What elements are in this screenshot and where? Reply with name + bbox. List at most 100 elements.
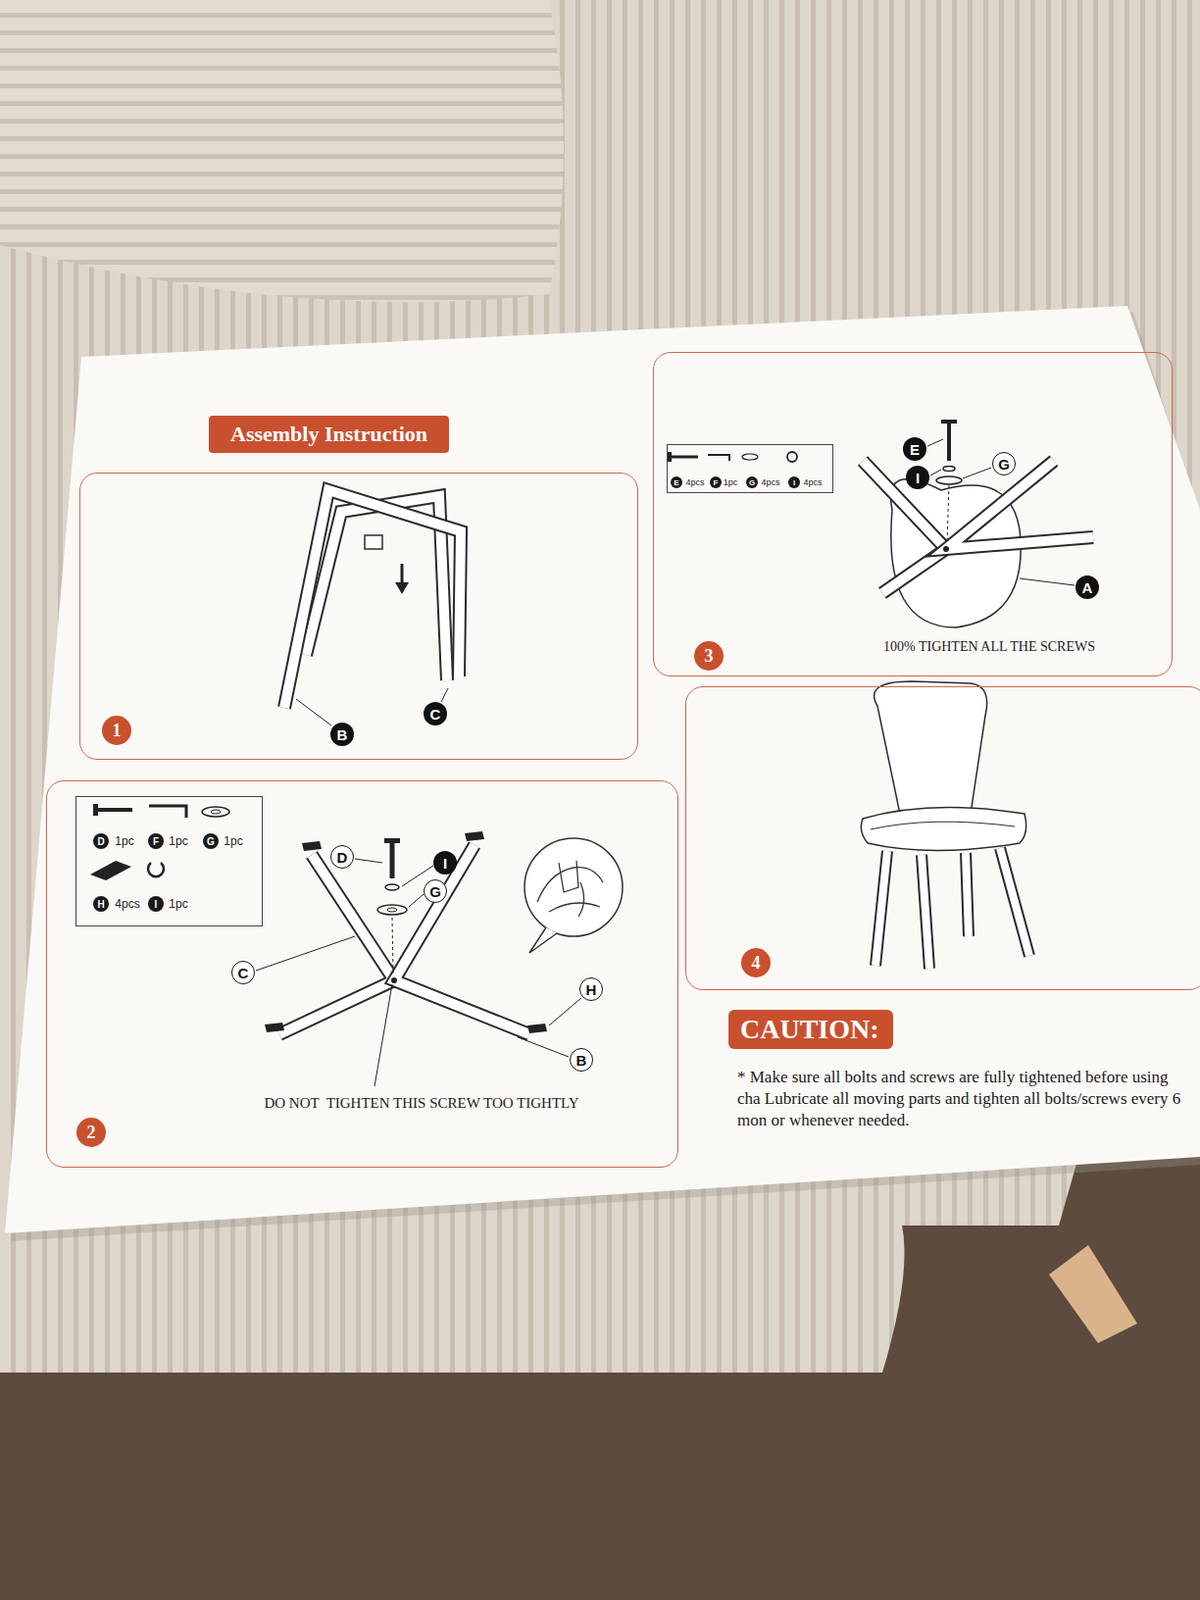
- parts-icons: [707, 454, 730, 461]
- step3-seat: [943, 466, 955, 472]
- step2-base: [264, 1022, 285, 1033]
- note-text: 100% TIGHTEN ALL THE SCREWS: [881, 639, 1098, 655]
- step4-chair: [965, 852, 969, 937]
- step2-base: [517, 1037, 569, 1057]
- step3-seat: [941, 419, 957, 424]
- sofa-background: [0, 0, 564, 302]
- step3-seat: [946, 460, 1094, 550]
- callout-letter: B: [330, 722, 354, 747]
- step1-legs: [395, 582, 409, 595]
- step1-legs: [284, 490, 461, 708]
- paper-sheet: [4, 305, 1200, 1242]
- step4-chair: [1000, 848, 1030, 956]
- step2-base: [394, 845, 530, 1035]
- step2-base: [527, 1023, 548, 1034]
- parts-icons: [667, 451, 672, 462]
- step4-chair: [921, 854, 930, 969]
- step-panel: 1: [79, 472, 639, 760]
- step4-chair: [874, 681, 988, 825]
- part-quantity: 1pc: [723, 477, 739, 488]
- step2-base: [537, 860, 603, 917]
- parts-icons: [90, 451, 798, 881]
- parts-icons: [148, 862, 164, 877]
- step3-seat: [962, 467, 992, 479]
- parts-icons: [210, 809, 221, 814]
- caution-text: * Make sure all bolts and screws are ful…: [737, 1066, 1195, 1132]
- step-number: 1: [101, 715, 132, 746]
- step3-seat: [1019, 578, 1075, 586]
- step1-legs: [364, 535, 383, 550]
- step1-legs: [296, 699, 332, 726]
- parts-list-box: D1pcF1pcG1pcH4pcsI1pc: [75, 796, 263, 927]
- parts-icons: [742, 453, 758, 460]
- note-text: DO NOT TIGHTEN THIS SCREW TOO TIGHTLY: [261, 1095, 581, 1112]
- parts-icons: [201, 806, 230, 817]
- callout-letter: G: [423, 879, 448, 903]
- step3-seat: [862, 419, 1094, 628]
- part-letter: D: [93, 833, 109, 850]
- callout-letter: D: [330, 845, 354, 869]
- step2-base: [279, 854, 395, 1035]
- step4-chair: [870, 821, 1015, 830]
- step-number: 2: [76, 1117, 106, 1148]
- step2-base: [529, 927, 557, 953]
- step2-base: [301, 841, 322, 851]
- parts-list-box: E4pcsF1pcG4pcsI4pcs: [666, 444, 834, 494]
- step2-base: [387, 907, 398, 912]
- step3-seat: [946, 460, 1094, 550]
- callout-letter: A: [1075, 575, 1100, 600]
- part-quantity: 4pcs: [802, 477, 822, 488]
- parts-icons: [670, 455, 699, 459]
- step2-base: [255, 936, 355, 971]
- step4-chair: [875, 850, 888, 966]
- part-letter: G: [746, 476, 758, 489]
- step1-legs: [400, 563, 404, 585]
- callout-letter: C: [423, 701, 448, 726]
- step4-chair: [860, 807, 1026, 851]
- step4-chair: [965, 852, 969, 937]
- callout-letter: B: [569, 1048, 594, 1072]
- step2-base: [377, 904, 407, 915]
- step3-seat: [862, 460, 947, 594]
- sofa-background: [1049, 1245, 1138, 1344]
- part-letter: F: [148, 833, 164, 850]
- parts-icons: [93, 803, 99, 816]
- step2-base: [408, 894, 424, 907]
- step-number: 4: [741, 948, 771, 978]
- step2-base: [385, 884, 400, 891]
- step3-seat: [930, 469, 942, 476]
- part-letter: H: [93, 896, 109, 912]
- step3-seat: [927, 439, 944, 447]
- step2-base: [464, 831, 485, 842]
- caution-banner: CAUTION:: [728, 1009, 894, 1050]
- step2-base: [374, 984, 393, 1087]
- step3-seat: [947, 423, 951, 461]
- step2-base: [391, 977, 398, 984]
- step3-seat: [947, 485, 950, 544]
- parts-icons: [90, 860, 132, 881]
- step2-base: [392, 917, 394, 975]
- part-quantity: 4pcs: [760, 477, 780, 488]
- parts-icons: [787, 451, 798, 462]
- caution-heading: CAUTION:: [740, 1013, 880, 1046]
- callout-letter: C: [231, 960, 255, 985]
- part-quantity: 1pc: [168, 897, 188, 911]
- part-quantity: 1pc: [223, 834, 243, 849]
- step2-base: [354, 858, 383, 863]
- part-quantity: 4pcs: [114, 897, 140, 911]
- step4-chair: [875, 850, 888, 966]
- parts-icons: [98, 807, 133, 812]
- step1-legs: [284, 490, 461, 726]
- step2-base: [524, 838, 623, 937]
- callout-letter: I: [905, 465, 930, 490]
- step3-seat: [936, 476, 962, 485]
- part-quantity: 1pc: [114, 834, 134, 849]
- step-panel: 4: [685, 686, 1200, 991]
- callout-letter: H: [579, 977, 603, 1001]
- part-letter: E: [670, 476, 683, 489]
